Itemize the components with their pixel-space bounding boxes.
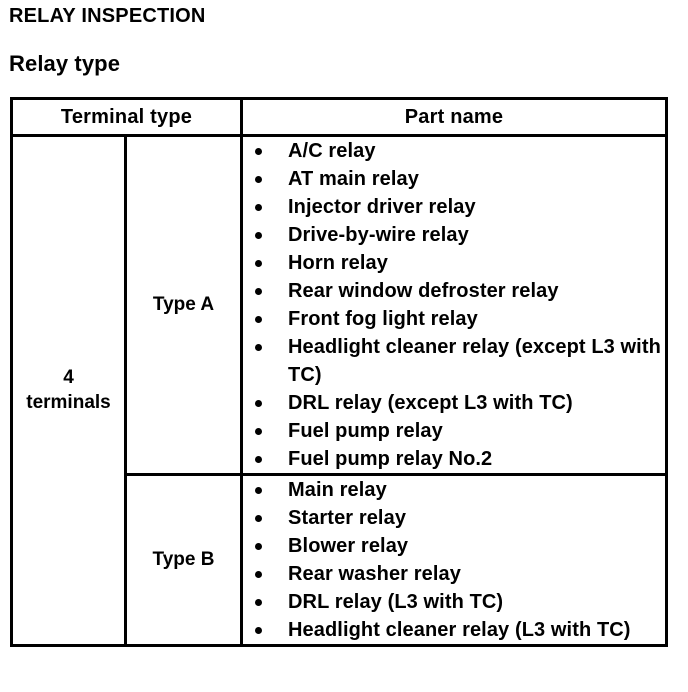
table-header-row: Terminal type Part name <box>10 97 668 137</box>
part-name: DRL relay (L3 with TC) <box>288 591 504 613</box>
part-name: Horn relay <box>288 252 388 274</box>
part-name: Rear window defroster relay <box>288 280 559 302</box>
table-row: 4 terminals Type A A/C relay AT main rel… <box>10 134 668 647</box>
list-item: Rear window defroster relay <box>243 277 665 305</box>
cell-relay-type-b: Type B <box>124 473 243 647</box>
part-name: Main relay <box>288 479 387 501</box>
section-heading-relay-type: Relay type <box>9 51 121 76</box>
list-item: Fuel pump relay <box>243 417 665 445</box>
list-item: Front fog light relay <box>243 305 665 333</box>
column-header-part-name: Part name <box>240 97 668 137</box>
part-list-type-a: A/C relay AT main relay Injector driver … <box>243 137 665 473</box>
list-item: Horn relay <box>243 249 665 277</box>
cell-part-names-type-b: Main relay Starter relay Blower relay Re… <box>240 473 668 647</box>
list-item: Headlight cleaner relay (L3 with TC) <box>243 616 665 644</box>
list-item: AT main relay <box>243 165 665 193</box>
list-item: Fuel pump relay No.2 <box>243 445 665 473</box>
cell-terminal-count: 4 terminals <box>10 134 127 647</box>
part-name: Drive-by-wire relay <box>288 224 469 246</box>
terminal-count-line2: terminals <box>26 391 111 413</box>
part-name: Fuel pump relay <box>288 420 443 442</box>
part-name: DRL relay (except L3 with TC) <box>288 392 573 414</box>
list-item: Injector driver relay <box>243 193 665 221</box>
list-item: Headlight cleaner relay (except L3 with … <box>243 333 665 389</box>
list-item: Rear washer relay <box>243 560 665 588</box>
list-item: Blower relay <box>243 532 665 560</box>
part-name: Starter relay <box>288 507 407 529</box>
cell-relay-type-a: Type A <box>124 134 243 476</box>
list-item: Starter relay <box>243 504 665 532</box>
part-name: Rear washer relay <box>288 563 461 585</box>
list-item: A/C relay <box>243 137 665 165</box>
terminal-count-line1: 4 <box>63 366 74 388</box>
relay-type-table: Terminal type Part name 4 terminals Type… <box>10 97 668 647</box>
table-row: Type B Main relay Starter relay Blower r… <box>12 473 668 647</box>
part-name: Injector driver relay <box>288 196 476 218</box>
part-name: Headlight cleaner relay (L3 with TC) <box>288 619 631 641</box>
cell-part-names-type-a: A/C relay AT main relay Injector driver … <box>240 134 668 476</box>
part-name: A/C relay <box>288 140 376 162</box>
list-item: Main relay <box>243 476 665 504</box>
part-list-type-b: Main relay Starter relay Blower relay Re… <box>243 476 665 644</box>
column-header-terminal-type: Terminal type <box>10 97 243 137</box>
part-name: Headlight cleaner relay (except L3 with … <box>288 336 661 386</box>
part-name: Front fog light relay <box>288 308 478 330</box>
list-item: Drive-by-wire relay <box>243 221 665 249</box>
page-title: RELAY INSPECTION <box>9 5 206 27</box>
list-item: DRL relay (L3 with TC) <box>243 588 665 616</box>
part-name: AT main relay <box>288 168 419 190</box>
part-name: Blower relay <box>288 535 409 557</box>
list-item: DRL relay (except L3 with TC) <box>243 389 665 417</box>
part-name: Fuel pump relay No.2 <box>288 448 493 470</box>
